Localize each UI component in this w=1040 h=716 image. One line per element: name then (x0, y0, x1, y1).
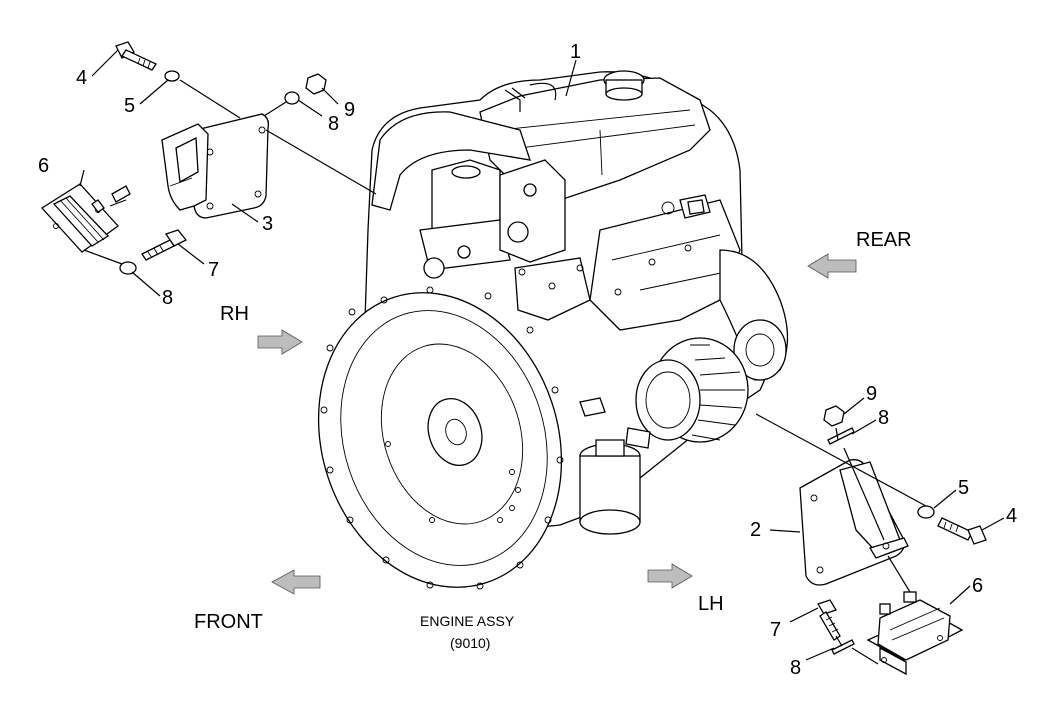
callout-engine: 1 (570, 41, 581, 63)
nut-9-rh (305, 73, 327, 95)
washer-8-lh-bottom (831, 639, 855, 655)
callout-bolt-lh: 4 (1006, 505, 1017, 527)
direction-front-label: FRONT (194, 611, 263, 633)
callout-bolt2-rh: 7 (208, 259, 219, 281)
callout-nut-lh: 9 (866, 383, 877, 405)
callout-bolt-rh: 4 (76, 67, 87, 89)
rear-arrow-icon (807, 253, 857, 279)
bracket-2-lh (799, 459, 909, 586)
bolt-4-rh (115, 41, 157, 71)
flywheel-bolt-holes (320, 286, 564, 590)
bolt-7-rh (141, 229, 188, 261)
rh-arrow-icon (257, 329, 303, 355)
washer-8-rh-bottom (119, 261, 137, 275)
callout-bracket-lh: 2 (750, 519, 761, 541)
caption-title: ENGINE ASSY (420, 613, 515, 629)
direction-lh-label: LH (698, 593, 724, 615)
callout-mount-lh: 6 (972, 575, 983, 597)
direction-labels: REAR RH FRONT LH (194, 229, 912, 633)
washer-8-lh-top (827, 427, 855, 445)
direction-arrows (257, 253, 857, 595)
callout-bracket-rh: 3 (262, 213, 273, 235)
bolt-7-lh (817, 599, 841, 641)
callout-washer-rh: 5 (124, 95, 135, 117)
callout-leaders (79, 49, 1005, 661)
bracket-3-rh (161, 113, 270, 219)
callout-washer2-rh-top: 8 (328, 113, 339, 135)
callout-numbers: 1 4 5 6 3 7 8 8 9 9 8 5 4 2 6 7 8 (38, 41, 1017, 679)
bolt-4-lh (937, 517, 987, 545)
washer-8-rh-top (284, 91, 300, 105)
callout-mount-rh: 6 (38, 155, 49, 177)
lh-mount-parts (755, 405, 987, 676)
rh-mount-parts (40, 41, 377, 275)
callout-washer2-rh-bottom: 8 (162, 287, 173, 309)
caption-code: (9010) (450, 635, 490, 651)
mount-6-lh (866, 591, 964, 676)
direction-rear-label: REAR (856, 229, 912, 251)
flywheel (317, 286, 564, 590)
caption: ENGINE ASSY (9010) (420, 613, 515, 651)
washer-5-lh (917, 505, 935, 519)
mount-6-rh (40, 183, 131, 253)
callout-nut-rh: 9 (344, 99, 355, 121)
direction-rh-label: RH (220, 303, 249, 325)
callout-washer2-lh-top: 8 (878, 407, 889, 429)
nut-9-lh (823, 405, 845, 427)
engine-assembly (317, 70, 789, 590)
callout-bolt2-lh: 7 (770, 619, 781, 641)
lh-arrow-icon (647, 563, 693, 589)
front-arrow-icon (271, 569, 321, 595)
washer-5-rh (164, 70, 180, 82)
callout-washer-lh: 5 (958, 477, 969, 499)
callout-washer2-lh-bottom: 8 (790, 657, 801, 679)
